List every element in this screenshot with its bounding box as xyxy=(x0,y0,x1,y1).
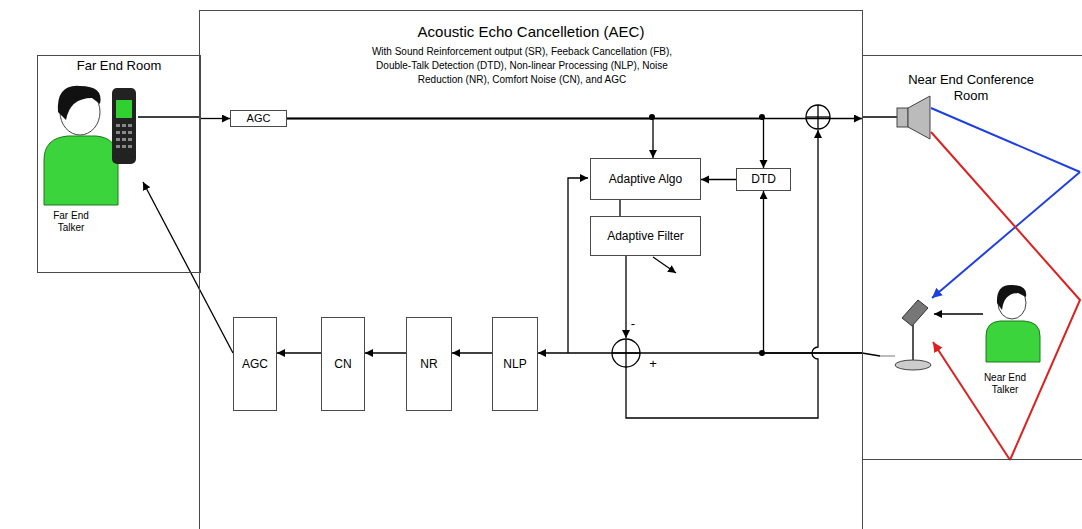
signal-connector xyxy=(452,352,492,353)
echo-paths xyxy=(931,108,1080,460)
signal-connector xyxy=(764,191,863,353)
process-box: Adaptive Algo xyxy=(590,158,701,200)
process-box: AGC xyxy=(230,110,287,127)
room-box: Far End Room xyxy=(37,55,201,273)
node-title: Near End Conference Room xyxy=(901,72,1041,103)
node-title: Acoustic Echo Cancelletion (AEC) xyxy=(200,23,862,41)
node-title: CN xyxy=(331,357,354,371)
speaker-symbol xyxy=(897,96,930,139)
node-title: AGC xyxy=(244,112,274,125)
node-title: Adaptive Filter xyxy=(604,229,687,243)
signal-connector xyxy=(619,200,620,216)
node-title: NR xyxy=(417,357,440,371)
far-end-talker-figure xyxy=(44,86,136,205)
node-title: AGC xyxy=(239,357,271,371)
figure-label: Near End Talker xyxy=(976,372,1034,396)
signal-connector xyxy=(701,179,736,180)
signal-connector xyxy=(365,352,406,353)
signal-connector xyxy=(201,118,230,119)
process-box: CN xyxy=(321,317,365,411)
sign-label: + xyxy=(647,356,659,372)
signal-connector xyxy=(287,119,653,159)
node-title: DTD xyxy=(748,172,779,186)
signal-connector xyxy=(143,182,233,353)
signal-connector xyxy=(287,118,862,119)
node-subtitle: With Sound Reinforcement output (SR), Fe… xyxy=(357,45,687,87)
node-title: Adaptive Algo xyxy=(606,172,685,186)
process-box: NLP xyxy=(492,317,538,411)
wires xyxy=(138,105,897,418)
node-title: Far End Room xyxy=(38,58,200,74)
process-box: AGC xyxy=(233,317,277,411)
microphone-symbol xyxy=(880,300,931,370)
figure-label: Far End Talker xyxy=(45,210,97,234)
process-box: NR xyxy=(406,317,452,411)
aec-block: Acoustic Echo Cancelletion (AEC) With Sou… xyxy=(199,10,863,529)
sign-label: - xyxy=(628,316,638,332)
node-title: NLP xyxy=(500,357,529,371)
signal-connector xyxy=(277,352,321,353)
process-box: Adaptive Filter xyxy=(590,216,701,256)
room-box: Near End Conference Room xyxy=(862,55,1082,460)
process-box: DTD xyxy=(736,168,791,191)
near-end-talker-figure xyxy=(986,285,1040,362)
